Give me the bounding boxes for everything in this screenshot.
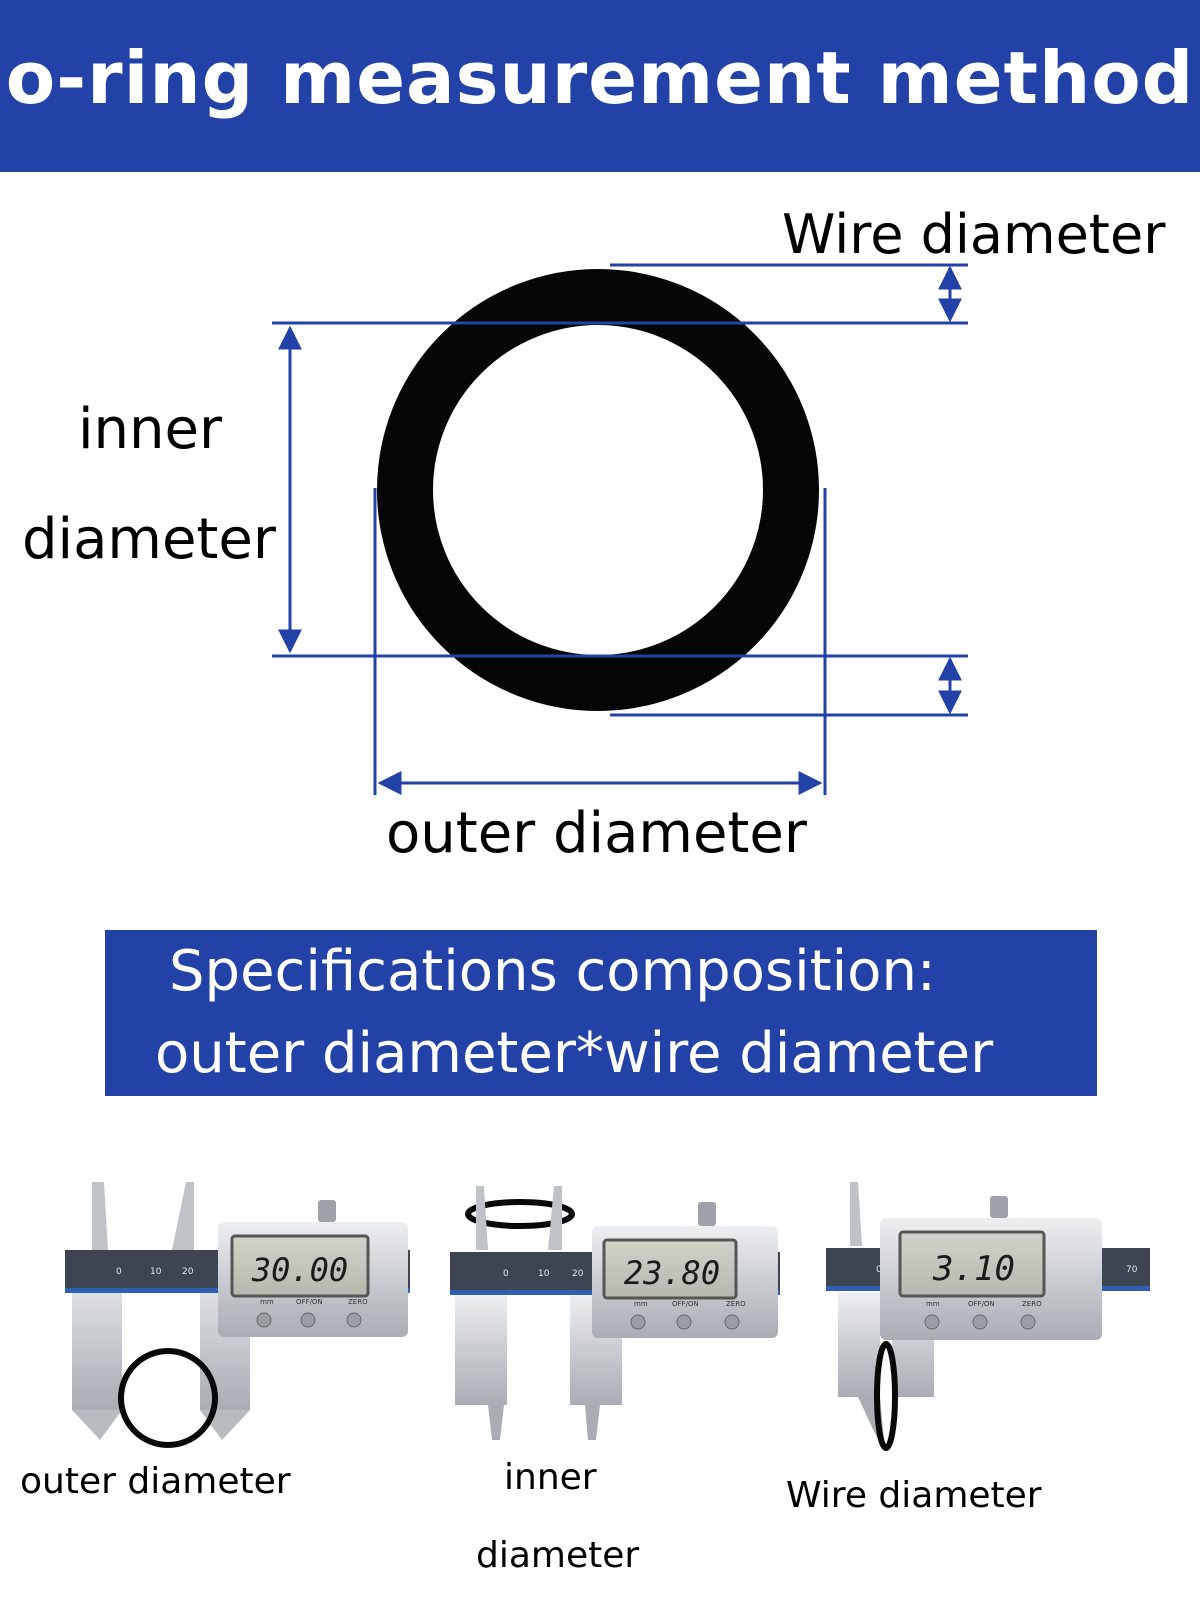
thumb-screw (698, 1202, 716, 1226)
header-banner: o-ring measurement method (0, 0, 1200, 172)
button-label: ZERO (1022, 1300, 1042, 1308)
button-label: ZERO (348, 1298, 368, 1306)
caliper-button (924, 1314, 940, 1330)
wire-diameter-label: Wire diameter (782, 203, 1166, 266)
scale-tick: 70 (1126, 1265, 1138, 1275)
oring-sample (465, 1199, 575, 1229)
oring-sample (118, 1348, 218, 1448)
caliper-button (300, 1312, 316, 1328)
page-title: o-ring measurement method (5, 36, 1195, 120)
lcd-screen (230, 1234, 370, 1298)
scale-tick: 0 (116, 1267, 122, 1277)
oring-sample (874, 1341, 898, 1451)
lcd-reading: 30.00 (251, 1251, 348, 1289)
caliper-upper-jaw-right (172, 1182, 194, 1250)
caliper-upper-jaw-left (850, 1182, 862, 1246)
scale-tick: 0 (876, 1265, 882, 1275)
caption-wire-diameter: Wire diameter (786, 1475, 1042, 1516)
caliper-jaw-left-tip (72, 1410, 122, 1440)
scale-tick: 10 (538, 1269, 550, 1279)
thumb-screw (318, 1200, 336, 1222)
caption-inner-diameter-line2: diameter (476, 1535, 640, 1576)
caliper-jaw-right-tip (585, 1405, 600, 1440)
button-label: OFF/ON (968, 1300, 995, 1308)
caliper-jaw-left (838, 1292, 880, 1397)
button-label: OFF/ON (296, 1298, 323, 1306)
button-label: mm (260, 1298, 274, 1306)
caliper-button (676, 1314, 692, 1330)
lcd-screen (602, 1238, 738, 1300)
oring-diagram (272, 263, 968, 795)
lcd-reading: 23.80 (624, 1254, 720, 1292)
caliper-photo-outer: 0 10 20 30.00 mm OFF/ON ZERO (65, 1182, 410, 1448)
scale-tick: 20 (572, 1269, 584, 1279)
button-label: mm (634, 1300, 648, 1308)
caliper-button (724, 1314, 740, 1330)
lcd-screen (898, 1230, 1046, 1298)
scale-tick: 0 (503, 1269, 509, 1279)
lcd-reading: 3.10 (932, 1249, 1015, 1289)
scale-tick: 10 (150, 1267, 162, 1277)
caption-outer-diameter: outer diameter (20, 1461, 291, 1502)
inner-diameter-label-line1: inner (78, 397, 223, 462)
oring-shape (377, 269, 819, 711)
caption-inner-diameter-line1: inner (504, 1457, 597, 1498)
button-label: OFF/ON (672, 1300, 699, 1308)
caliper-button (630, 1314, 646, 1330)
button-label: mm (926, 1300, 940, 1308)
caliper-button (1020, 1314, 1036, 1330)
caliper-jaw-left (455, 1295, 507, 1405)
spec-line-2: outer diameter*wire diameter (155, 1021, 994, 1086)
caliper-upper-jaw-left (476, 1186, 488, 1250)
caliper-button (256, 1312, 272, 1328)
caliper-photo-wire: 0 70 3.10 mm OFF/ON ZERO (826, 1182, 1150, 1451)
spec-box: Specifications composition: outer diamet… (105, 930, 1097, 1096)
outer-diameter-label: outer diameter (386, 801, 807, 866)
caliper-button (346, 1312, 362, 1328)
caliper-jaw-left-tip (488, 1405, 504, 1440)
caliper-photo-inner: 0 10 20 23.80 mm OFF/ON ZERO (450, 1186, 780, 1440)
inner-diameter-label-line2: diameter (22, 507, 276, 572)
spec-line-1: Specifications composition: (169, 939, 936, 1004)
scale-tick: 20 (182, 1267, 194, 1277)
caliper-upper-jaw-left (92, 1182, 108, 1250)
button-label: ZERO (726, 1300, 746, 1308)
thumb-screw (990, 1196, 1008, 1218)
caliper-button (972, 1314, 988, 1330)
caliper-upper-jaw-right (548, 1186, 562, 1250)
